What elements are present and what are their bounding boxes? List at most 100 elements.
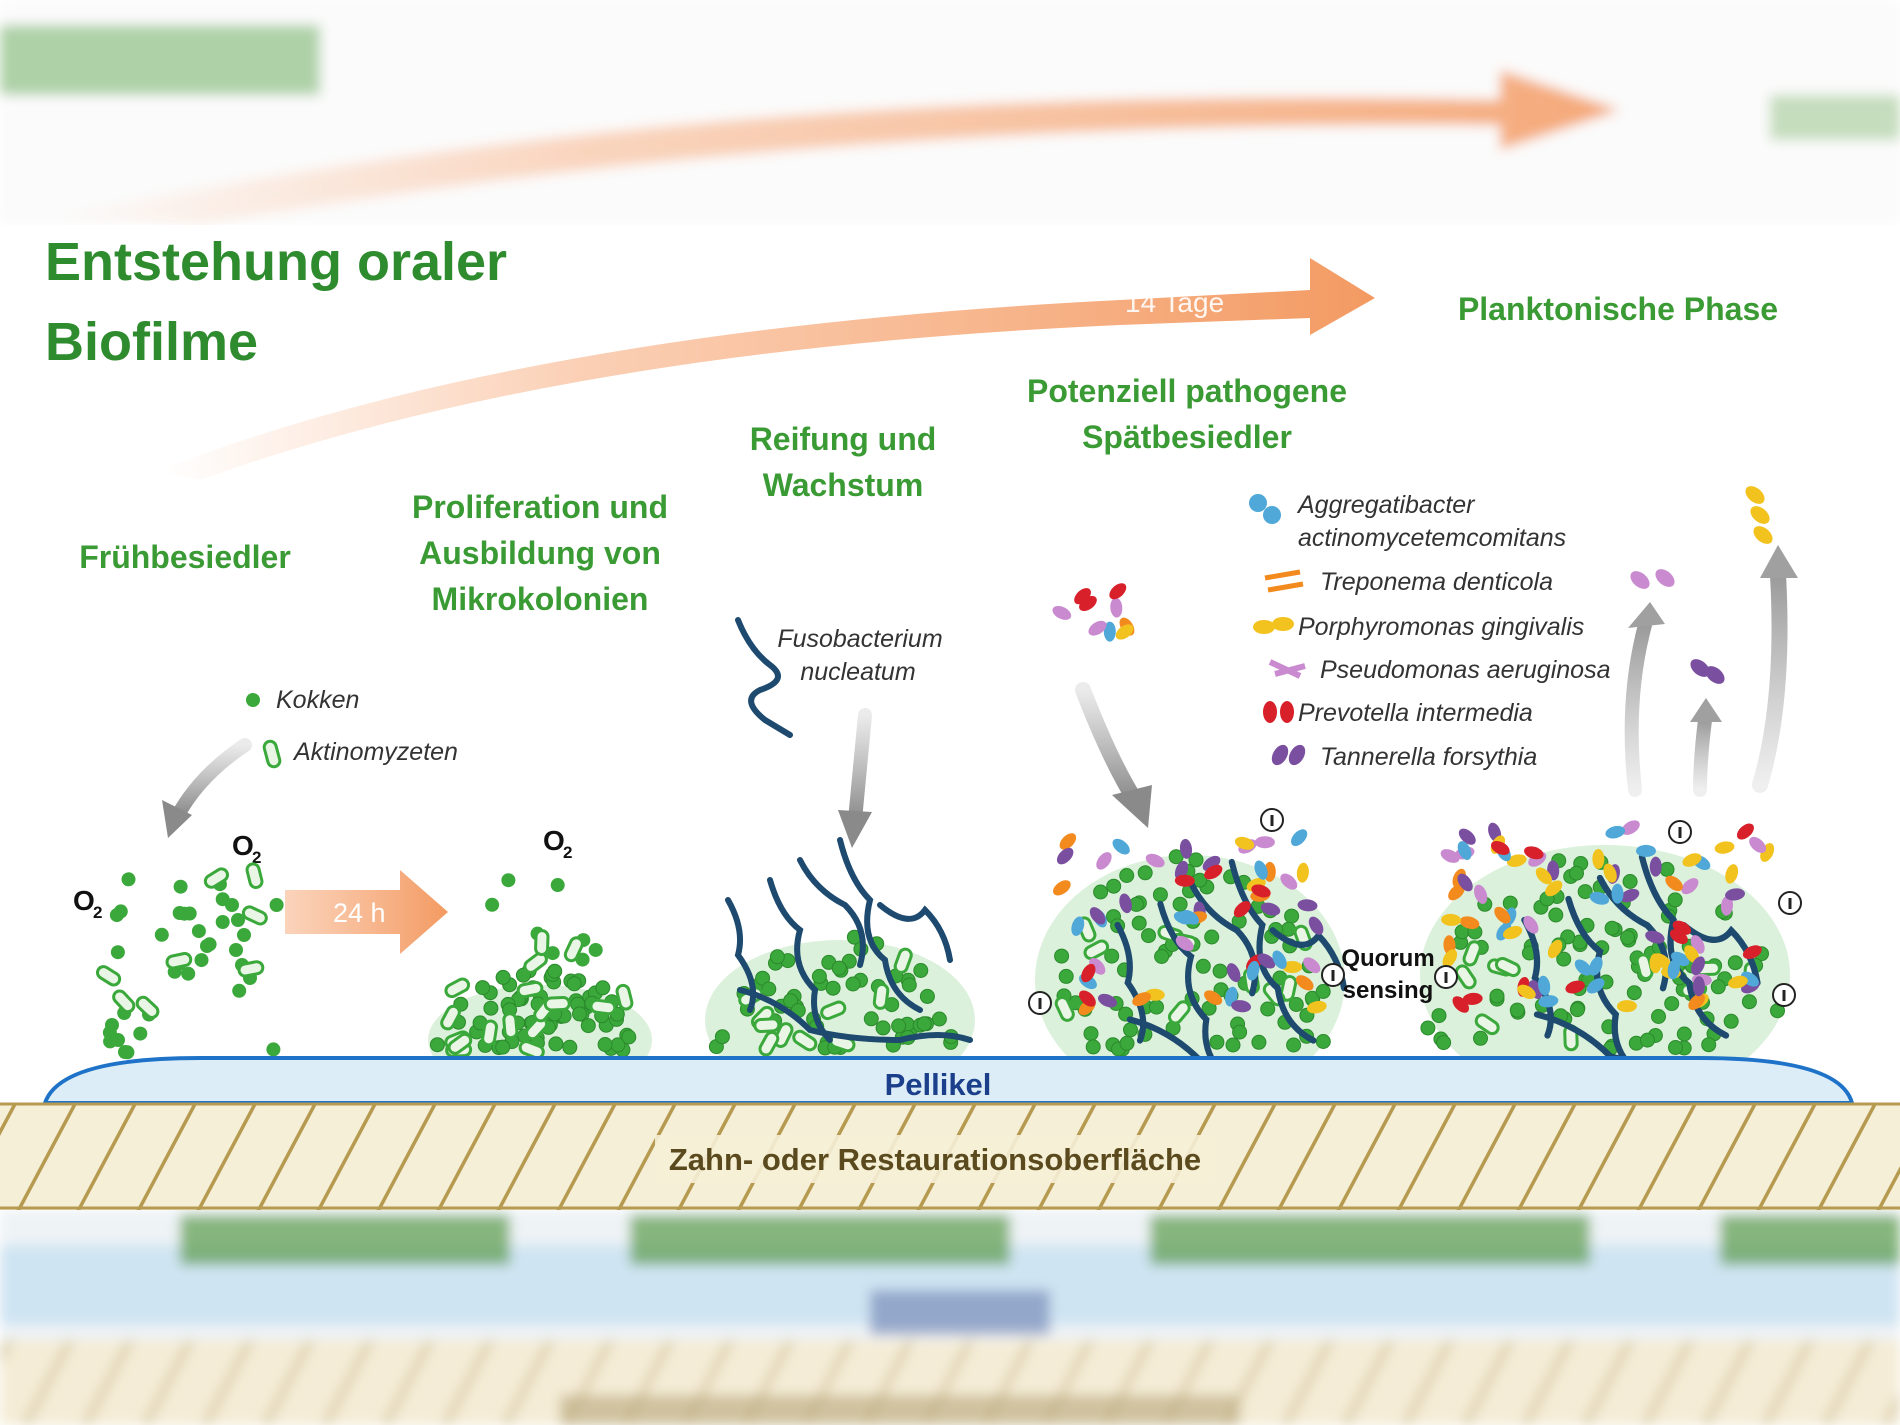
coccus	[572, 1006, 587, 1022]
planktonic-bacterium	[1630, 571, 1650, 589]
pathogen	[1074, 588, 1091, 605]
pathogen	[1725, 864, 1739, 884]
coccus	[1315, 1034, 1331, 1049]
actinomyces	[518, 1040, 545, 1060]
pathogen	[1603, 863, 1617, 883]
coccus	[1664, 996, 1680, 1012]
coccus	[191, 924, 206, 939]
coccus	[1667, 892, 1683, 908]
coccus	[1225, 1037, 1241, 1053]
pathogen	[1174, 874, 1195, 887]
pathogen	[1681, 878, 1699, 895]
coccus	[1137, 865, 1153, 881]
info-icon-bar	[1678, 827, 1682, 838]
coccus	[1083, 1026, 1099, 1042]
pathogen	[1056, 847, 1074, 865]
coccus	[1058, 968, 1074, 984]
actinomyces	[165, 952, 193, 970]
coccus	[1195, 958, 1211, 974]
pathogen	[1109, 583, 1127, 600]
species-legend-item-4: Pseudomonas aeruginosa	[1320, 656, 1611, 684]
blue-cluster-icon	[1263, 506, 1281, 524]
coccus	[194, 953, 209, 968]
info-icon-bar	[1331, 970, 1335, 981]
coccus	[1659, 861, 1675, 877]
actinomyces	[1279, 975, 1298, 1002]
coccus	[1281, 921, 1296, 937]
coccus	[215, 915, 230, 929]
red-oval-icon	[1263, 701, 1277, 723]
actinomyces	[753, 1017, 781, 1034]
pathogen	[1684, 945, 1700, 964]
pathogen	[1282, 960, 1303, 974]
coccus	[501, 873, 516, 888]
pathogen	[1053, 880, 1071, 896]
actinomyces	[112, 989, 136, 1014]
actinomyces	[444, 977, 471, 999]
species-legend-item-1b: actinomycetemcomitans	[1298, 524, 1566, 552]
pathogen	[1052, 605, 1072, 620]
coccus	[845, 976, 861, 992]
coccus	[913, 963, 929, 978]
pathogen	[1442, 949, 1458, 968]
coccus	[621, 1029, 637, 1045]
pathogen	[1616, 1000, 1637, 1013]
pathogen	[1474, 884, 1488, 904]
actinomyces	[893, 947, 913, 974]
pellicle-layer	[42, 1056, 1855, 1105]
coccus-chain	[231, 913, 245, 927]
actinomyces	[523, 951, 548, 974]
pathogen	[1059, 833, 1077, 850]
svg-text:2: 2	[252, 848, 261, 867]
pathogen	[1457, 841, 1472, 860]
pathogen	[1665, 875, 1683, 892]
coccus	[1710, 979, 1726, 995]
coccus	[562, 1039, 578, 1055]
pathogen	[1254, 836, 1275, 849]
species-legend-item-3: Porphyromonas gingivalis	[1298, 613, 1584, 641]
pink-flagellate-icon	[1268, 659, 1306, 679]
pathogen	[1306, 1000, 1327, 1014]
actinomyces	[543, 996, 571, 1012]
coccus	[1149, 999, 1164, 1015]
coccus	[919, 988, 935, 1004]
pathogen	[1589, 891, 1610, 905]
pathogen	[1545, 880, 1563, 897]
coccus	[1251, 1034, 1267, 1050]
oxygen-label-2: O 2	[232, 830, 261, 867]
fusobacterium	[1157, 900, 1225, 1076]
pathogen	[1257, 953, 1276, 969]
actinomyces	[447, 1032, 473, 1055]
pathogen	[1524, 846, 1544, 860]
coccus	[825, 980, 841, 996]
coccus	[269, 898, 284, 912]
coccus	[1569, 865, 1584, 881]
pathogen	[1649, 953, 1662, 974]
coccus	[588, 942, 603, 957]
coccus	[901, 977, 917, 993]
coccus	[429, 1037, 445, 1053]
orange-spiral-icon	[1264, 569, 1304, 593]
coccus	[575, 952, 590, 967]
coccus	[1431, 1008, 1447, 1024]
coccus	[1131, 915, 1147, 931]
actinomyces	[615, 983, 634, 1011]
pathogen	[1728, 975, 1748, 989]
coccus	[1548, 907, 1564, 923]
coccus	[483, 1000, 499, 1016]
coccus	[1232, 1024, 1248, 1040]
quorum-signal-icons	[1028, 808, 1802, 1015]
fusobacterium	[737, 987, 973, 1044]
coccus	[1723, 1013, 1739, 1029]
pathogen	[1303, 957, 1321, 974]
pathogen	[1071, 916, 1085, 936]
pathogen	[1494, 906, 1511, 924]
coccus	[1106, 878, 1122, 894]
species-legend-item-1a: Aggregatibacter	[1296, 491, 1476, 519]
pathogen	[1565, 980, 1585, 994]
pathogen	[1736, 823, 1754, 840]
blurred-header-band	[0, 0, 1900, 225]
actinomyces	[820, 1000, 847, 1021]
stage-label-prolif-line3: Mikrokolonien	[432, 581, 649, 617]
coccus	[1104, 948, 1120, 964]
